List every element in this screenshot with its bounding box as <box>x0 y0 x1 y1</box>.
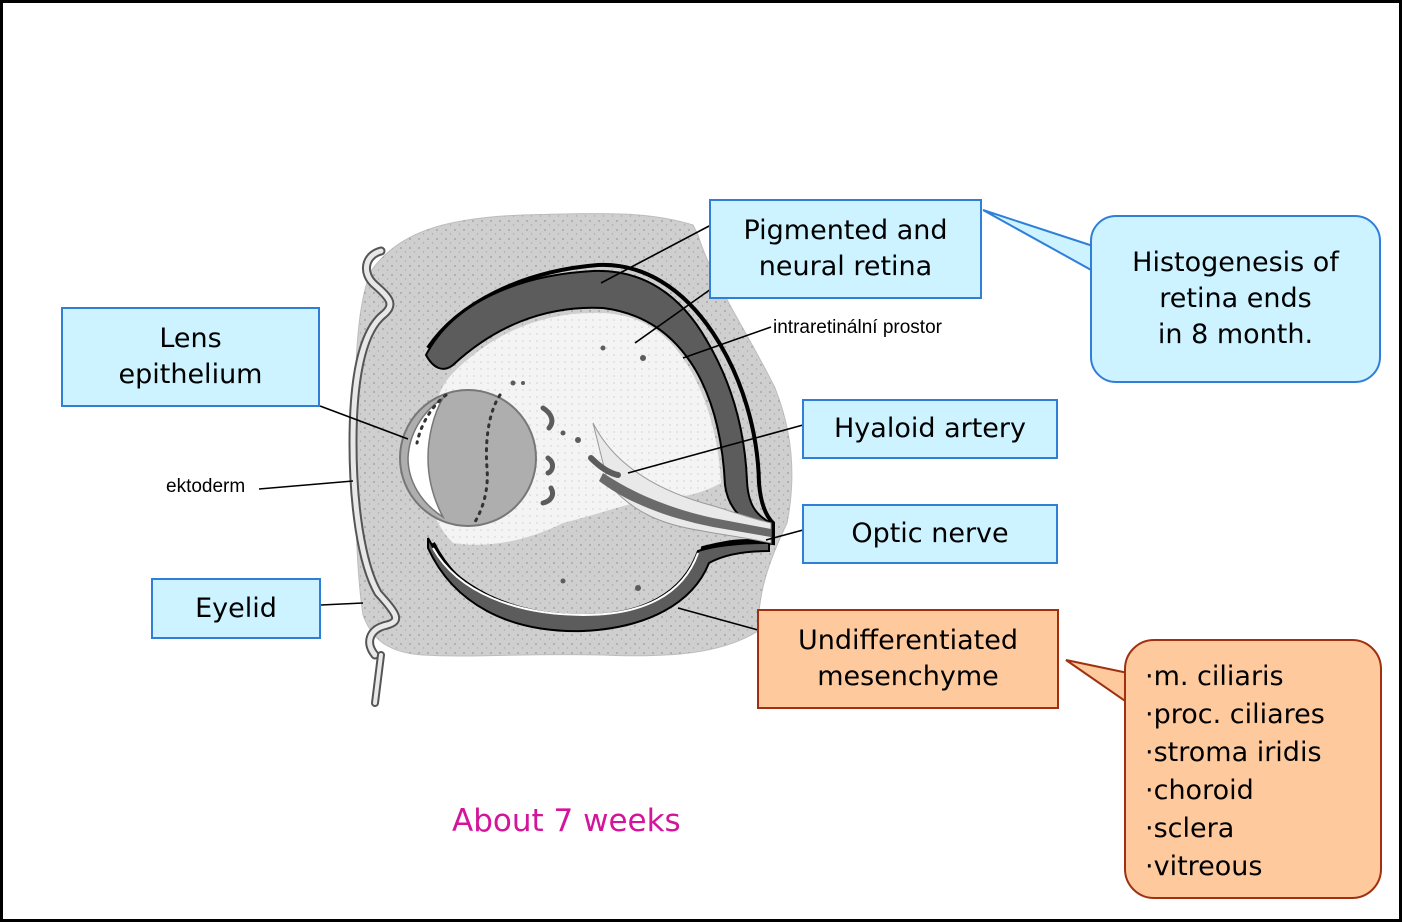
age-caption: About 7 weeks <box>452 803 681 839</box>
intraretinal-space-label: intraretinální prostor <box>773 317 942 339</box>
eyelid-label: Eyelid <box>151 578 321 639</box>
pigmented-neural-retina-label: Pigmented and neural retina <box>709 199 982 299</box>
lens-epithelium-label: Lens epithelium <box>61 307 320 407</box>
ectoderm-label: ektoderm <box>166 476 245 498</box>
list-item: m. ciliaris <box>1145 658 1325 696</box>
mesenchyme-label: Undifferentiated mesenchyme <box>757 609 1059 709</box>
list-item: choroid <box>1145 772 1325 810</box>
list-item: vitreous <box>1145 848 1325 886</box>
optic-nerve-label: Optic nerve <box>802 504 1058 564</box>
mesenchyme-derivatives-list: m. ciliaris proc. ciliares stroma iridis… <box>1145 658 1325 886</box>
list-item: sclera <box>1145 810 1325 848</box>
list-item: stroma iridis <box>1145 734 1325 772</box>
hyaloid-artery-label: Hyaloid artery <box>802 399 1058 459</box>
retina-histogenesis-callout: Histogenesis of retina ends in 8 month. <box>1090 215 1381 383</box>
lens <box>400 390 536 526</box>
list-item: proc. ciliares <box>1145 696 1325 734</box>
